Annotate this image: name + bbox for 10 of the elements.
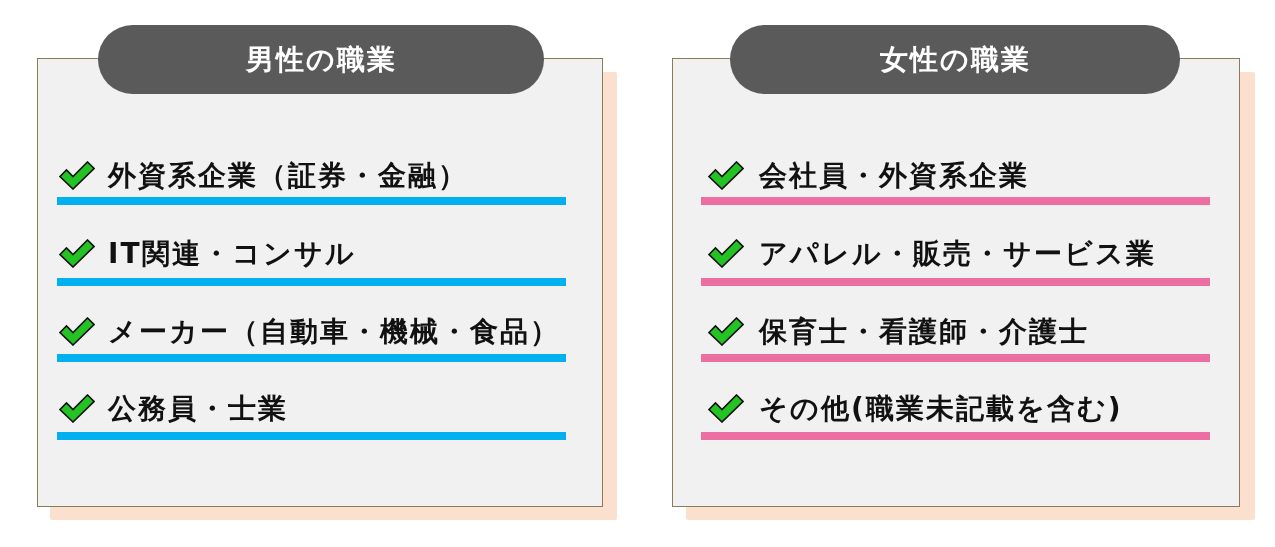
- list-item-text: 会社員・外資系企業: [759, 158, 1029, 194]
- list-item-text: アパレル・販売・サービス業: [759, 236, 1156, 272]
- list-item-text: 公務員・士業: [108, 391, 288, 427]
- list-item-text: 外資系企業（証券・金融）: [108, 158, 468, 194]
- list-item-text: その他(職業未記載を含む): [759, 391, 1123, 427]
- list-item-text: メーカー（自動車・機械・食品）: [108, 314, 560, 350]
- list-item-text: 保育士・看護師・介護士: [759, 314, 1089, 350]
- heading-tab: 男性の職業: [98, 25, 544, 94]
- heading-tab: 女性の職業: [730, 25, 1180, 94]
- list-item-text: IT関連・コンサル: [108, 236, 356, 272]
